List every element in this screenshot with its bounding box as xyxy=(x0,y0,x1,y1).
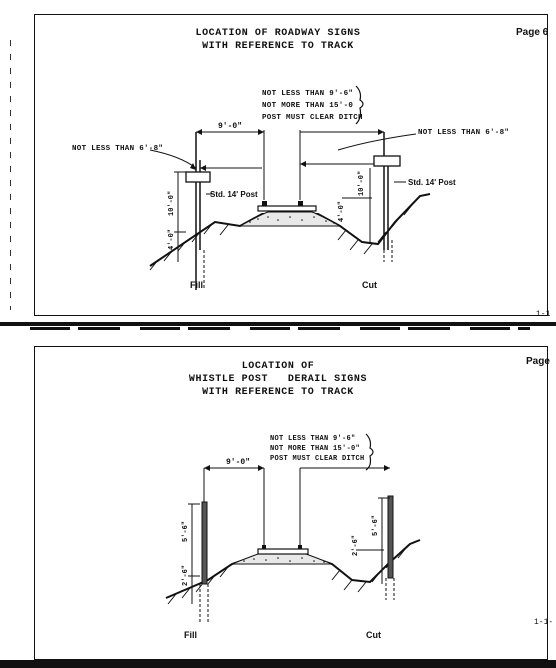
top-distance-label: 9'-0" xyxy=(218,122,243,131)
top-right-post-label: Std. 14' Post xyxy=(408,178,456,187)
bottom-left-rail xyxy=(262,545,266,549)
bottom-distance-label: 9'-0" xyxy=(226,458,251,467)
top-left-callout-arrowhead xyxy=(190,163,196,170)
bottom-clearance-note-3: POST MUST CLEAR DITCH xyxy=(270,455,365,463)
bottom-ballast xyxy=(231,553,333,565)
bottom-fill-label: Fill xyxy=(184,630,197,640)
top-right-sign-board xyxy=(373,155,401,167)
top-page-frame xyxy=(34,14,548,316)
bottom-right-post xyxy=(387,495,394,579)
bottom-page-frame xyxy=(34,346,548,660)
page-separator-smudge xyxy=(30,327,530,330)
top-left-pointer-arrow xyxy=(200,165,206,171)
bottom-clearance-note-1: NOT LESS THAN 9'-6" xyxy=(270,435,356,443)
top-ballast xyxy=(239,211,341,227)
bottom-ballast-dots xyxy=(243,557,325,563)
top-roadway-diagram xyxy=(149,85,431,290)
top-left-callout: NOT LESS THAN 6'-8" xyxy=(72,145,164,153)
bottom-left-post xyxy=(201,501,208,585)
top-distance-arrow-left xyxy=(196,129,202,135)
bottom-document-page: LOCATION OF WHISTLE POST DERAIL SIGNS WI… xyxy=(0,324,556,668)
top-right-callout: NOT LESS THAN 6'-8" xyxy=(418,129,510,137)
top-right-callout-arrow xyxy=(337,133,417,151)
top-corner-mark: 1-1 xyxy=(536,310,551,319)
bottom-cut-label: Cut xyxy=(366,630,381,640)
top-clearance-note-3: POST MUST CLEAR DITCH xyxy=(262,114,363,122)
top-cut-label: Cut xyxy=(362,280,377,290)
top-left-sign-board xyxy=(185,171,211,183)
bottom-distance-arrow-left xyxy=(204,465,210,471)
top-title-line-2: WITH REFERENCE TO TRACK xyxy=(202,41,354,52)
bottom-right-rail xyxy=(298,545,302,549)
top-right-dim-arrow xyxy=(378,129,384,135)
top-document-page: LOCATION OF ROADWAY SIGNS WITH REFERENCE… xyxy=(0,0,556,322)
top-ballast-dots xyxy=(249,216,335,224)
bottom-clearance-note-2: NOT MORE THAN 15'-0" xyxy=(270,445,361,453)
page-separator-band xyxy=(0,322,556,326)
bottom-distance-arrow-right xyxy=(258,465,264,471)
top-clearance-note-1: NOT LESS THAN 9'-6" xyxy=(262,90,354,98)
bottom-title-line-1: LOCATION OF xyxy=(241,361,315,372)
top-title-line-1: LOCATION OF ROADWAY SIGNS xyxy=(195,28,361,39)
left-margin-scan-line xyxy=(10,40,11,310)
top-left-callout-arrow xyxy=(149,149,197,169)
top-page-number: Page 6 xyxy=(516,27,549,38)
top-note-brace xyxy=(355,85,364,125)
top-left-post-label: Std. 14' Post xyxy=(210,190,258,199)
bottom-tie xyxy=(257,548,309,555)
bottom-corner-mark: 1-1- xyxy=(534,618,554,627)
top-left-rail xyxy=(262,201,267,206)
top-right-rail xyxy=(298,201,303,206)
bottom-whistle-post-diagram xyxy=(165,433,421,624)
top-distance-arrow-right xyxy=(258,129,264,135)
bottom-edge-band xyxy=(0,660,556,668)
bottom-note-brace xyxy=(365,433,374,471)
top-ground-hatching xyxy=(149,204,413,271)
top-clearance-note-2: NOT MORE THAN 15'-0 xyxy=(262,102,354,110)
bottom-right-dim-arrow xyxy=(384,465,390,471)
bottom-title-line-3: WITH REFERENCE TO TRACK xyxy=(202,387,354,398)
bottom-title-line-2: WHISTLE POST DERAIL SIGNS xyxy=(188,374,368,385)
top-tie xyxy=(257,205,317,212)
top-right-pointer-arrow xyxy=(300,161,306,167)
bottom-page-number: Page xyxy=(526,356,550,367)
